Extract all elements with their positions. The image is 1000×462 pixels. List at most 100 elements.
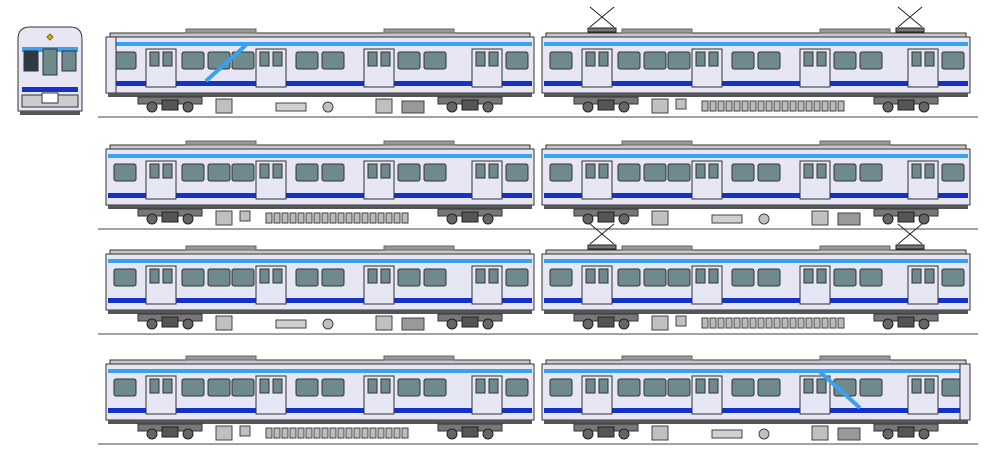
- side-window: [549, 51, 573, 70]
- bogie-front: [573, 208, 639, 225]
- side-window: [295, 51, 319, 70]
- side-window: [667, 51, 691, 70]
- roof-vent: [819, 355, 891, 361]
- resistor-cell: [789, 317, 797, 329]
- door-window: [585, 268, 596, 284]
- side-window: [617, 163, 641, 182]
- equipment-box: [651, 210, 669, 226]
- side-window: [859, 378, 883, 397]
- side-window: [833, 163, 857, 182]
- door-window: [149, 163, 160, 179]
- resistor-cell: [345, 427, 353, 439]
- door-window: [367, 51, 378, 67]
- door-window: [708, 163, 719, 179]
- door-window: [695, 268, 706, 284]
- side-window: [113, 268, 137, 287]
- resistor-cell: [725, 317, 733, 329]
- roof-vent: [621, 355, 693, 361]
- stripe-dark-blue: [108, 408, 532, 413]
- car-r4-c1: [98, 355, 542, 445]
- door-window: [598, 51, 609, 67]
- side-window: [859, 163, 883, 182]
- door-window: [149, 268, 160, 284]
- side-window: [757, 51, 781, 70]
- side-window: [321, 163, 345, 182]
- door-window: [585, 51, 596, 67]
- side-window: [667, 163, 691, 182]
- side-window: [181, 51, 205, 70]
- resistor-cell: [837, 100, 845, 112]
- door-window: [259, 51, 270, 67]
- stripe-light-blue: [108, 259, 532, 263]
- resistor-cell: [717, 317, 725, 329]
- side-window: [423, 378, 447, 397]
- stripe-light-blue: [544, 259, 968, 263]
- resistor-cell: [781, 317, 789, 329]
- door-window: [911, 51, 922, 67]
- bogie-rear: [437, 96, 503, 113]
- stripe-light-blue: [108, 369, 532, 373]
- door-window: [803, 378, 814, 394]
- bogie-rear: [437, 208, 503, 225]
- door-window: [695, 51, 706, 67]
- side-window: [941, 163, 965, 182]
- resistor-cell: [701, 100, 709, 112]
- equipment-box: [275, 319, 307, 329]
- front-skirt: [20, 111, 80, 115]
- side-window: [397, 163, 421, 182]
- side-window: [505, 163, 529, 182]
- side-window: [549, 163, 573, 182]
- door-window: [149, 378, 160, 394]
- train-front-view: [17, 26, 83, 115]
- resistor-cell: [385, 427, 393, 439]
- bogie-rear: [873, 313, 939, 330]
- stripe-light-blue: [108, 42, 532, 46]
- resistor-cell: [749, 100, 757, 112]
- side-window: [643, 378, 667, 397]
- door-window: [816, 163, 827, 179]
- door-window: [272, 378, 283, 394]
- side-window: [667, 378, 691, 397]
- door-window: [816, 268, 827, 284]
- roof-vent: [383, 355, 455, 361]
- resistor-cell: [321, 427, 329, 439]
- resistor-cell: [829, 317, 837, 329]
- stripe-light-blue: [108, 154, 532, 158]
- door-window: [924, 378, 935, 394]
- resistor-cell: [709, 317, 717, 329]
- side-window: [231, 268, 255, 287]
- door-window: [695, 163, 706, 179]
- door-window: [162, 378, 173, 394]
- resistor-cell: [757, 317, 765, 329]
- side-window: [423, 163, 447, 182]
- resistor-cell: [305, 212, 313, 224]
- side-window: [397, 51, 421, 70]
- door-window: [708, 51, 719, 67]
- resistor-cell: [773, 100, 781, 112]
- door-window: [475, 378, 486, 394]
- resistor-cell: [805, 100, 813, 112]
- resistor-cell: [805, 317, 813, 329]
- door-window: [272, 163, 283, 179]
- door-window: [924, 163, 935, 179]
- side-window: [113, 51, 137, 70]
- resistor-cell: [377, 427, 385, 439]
- door-window: [162, 51, 173, 67]
- equipment-box: [651, 315, 669, 331]
- equipment-box: [215, 98, 233, 114]
- car-r2-c2: [534, 140, 978, 230]
- pantograph-icon: [587, 6, 617, 33]
- stripe-dark-blue: [544, 408, 968, 413]
- door-window: [475, 163, 486, 179]
- door-window: [259, 163, 270, 179]
- door-window: [259, 378, 270, 394]
- side-window: [941, 268, 965, 287]
- side-window: [941, 51, 965, 70]
- car-skirt: [108, 420, 532, 424]
- stripe-sweep: [204, 43, 248, 83]
- side-window: [321, 378, 345, 397]
- equipment-box: [711, 214, 743, 224]
- front-window-right: [61, 50, 77, 72]
